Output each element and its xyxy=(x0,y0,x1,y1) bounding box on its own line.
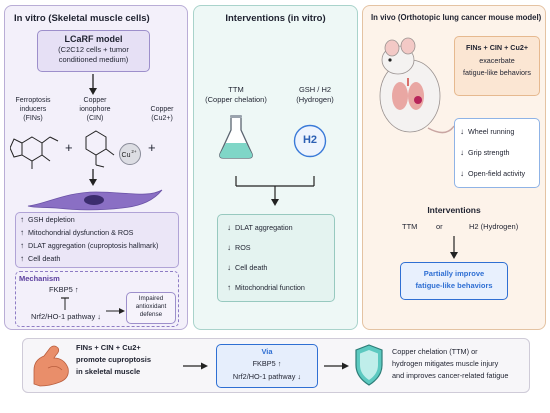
effect-gsh-depletion: ↑GSH depletion xyxy=(20,215,75,225)
inhibition-connector xyxy=(61,297,69,310)
ttm-line2: (Copper chelation) xyxy=(205,95,267,104)
interventions-in-vivo-title: Interventions xyxy=(427,205,481,215)
flexed-arm-icon xyxy=(33,345,69,387)
summary-arrow-1 xyxy=(183,362,208,370)
inducer-cin-line2: ionophore xyxy=(79,106,111,113)
mechanism-arrow xyxy=(106,308,125,314)
exacerbate-line1: FINs + CIN + Cu2+ xyxy=(465,43,529,52)
summary-right-line1: Copper chelation (TTM) or xyxy=(392,347,478,356)
lcarf-model-title: LCaRF model xyxy=(64,34,123,44)
inducer-fins-line3: (FINs) xyxy=(23,115,43,122)
via-line2: Nrf2/HO-1 pathway ↓ xyxy=(232,372,302,381)
impaired-defense-box xyxy=(126,292,176,324)
fins-molecule-icon xyxy=(10,136,59,169)
in-vitro-title: In vitro (Skeletal muscle cells) xyxy=(14,13,150,24)
effect-mito-ros: ↑Mitochondrial dysfunction & ROS xyxy=(20,228,134,238)
plus-sign-2: + xyxy=(148,140,156,155)
behavior-wheel-running: ↓Wheel running xyxy=(460,127,515,137)
muscle-cell-illustration xyxy=(27,189,163,211)
result-ros: ↓ROS xyxy=(227,243,251,253)
summary-left-line3: in skeletal muscle xyxy=(76,367,141,376)
inducer-fins-line1: Ferroptosis xyxy=(15,97,51,104)
copper-ion-icon: Cu 2+ xyxy=(119,143,141,165)
lcarf-model-desc-1: (C2C12 cells + tumor xyxy=(58,45,129,54)
result-dlat: ↓DLAT aggregation xyxy=(227,223,293,233)
impaired-line2: antioxidant xyxy=(135,303,167,310)
impaired-line3: defense xyxy=(139,311,163,318)
exacerbate-line3: fatigue-like behaviors xyxy=(463,68,531,77)
outcome-line2: fatigue-like behaviors xyxy=(415,281,493,290)
inducer-fins-line2: inducers xyxy=(19,106,47,113)
impaired-line1: Impaired xyxy=(138,295,164,302)
mouse-illustration xyxy=(379,37,455,134)
exacerbate-box xyxy=(454,36,540,96)
gsh-line2: (Hydrogen) xyxy=(296,95,334,104)
inducer-cu-line1: Copper xyxy=(150,106,174,113)
mechanism-nrf2: Nrf2/HO-1 pathway ↓ xyxy=(31,312,102,321)
cell-effects-box xyxy=(15,212,179,268)
via-title: Via xyxy=(261,347,273,356)
outcome-line1: Partially improve xyxy=(423,269,485,278)
plus-sign-1: + xyxy=(65,140,73,155)
in-vivo-h2: H2 (Hydrogen) xyxy=(469,222,519,231)
effect-dlat-aggregation: ↑DLAT aggregation (cuproptosis hallmark) xyxy=(20,241,159,251)
cu-symbol: Cu xyxy=(122,152,131,159)
via-line1: FKBP5 ↑ xyxy=(252,359,282,368)
in-vivo-ttm: TTM xyxy=(402,222,418,231)
behavior-open-field: ↓Open-field activity xyxy=(460,169,526,179)
behavior-grip-strength: ↓Grip strength xyxy=(460,148,510,158)
lcarf-model-box xyxy=(37,30,150,72)
summary-right-line2: hydrogen mitigates muscle injury xyxy=(392,359,499,368)
cu-charge: 2+ xyxy=(131,149,137,154)
flask-icon xyxy=(219,115,253,159)
via-box xyxy=(216,344,318,388)
summary-arrow-2 xyxy=(324,362,349,370)
inducer-cin-line1: Copper xyxy=(83,97,107,104)
effect-cell-death: ↑Cell death xyxy=(20,254,61,264)
ttm-line1: TTM xyxy=(228,85,244,94)
summary-left-line1: FINs + CIN + Cu2+ xyxy=(76,343,141,352)
outcome-box xyxy=(400,262,508,300)
hydrogen-label: H2 xyxy=(302,134,318,146)
mechanism-box xyxy=(15,271,179,327)
in-vivo-title: In vivo (Orthotopic lung cancer mouse mo… xyxy=(371,13,542,22)
in-vitro-results-box xyxy=(217,214,335,302)
model-down-arrow xyxy=(89,74,97,95)
inducer-cu-line2: (Cu2+) xyxy=(151,115,173,122)
behaviors-box xyxy=(454,118,540,188)
inducer-cin-line3: (CIN) xyxy=(86,115,104,122)
in-vivo-or: or xyxy=(436,222,443,231)
interventions-title: Interventions (in vitro) xyxy=(225,13,326,24)
mechanism-title: Mechanism xyxy=(19,274,60,283)
result-mito-function: ↑Mitochondrial function xyxy=(227,283,305,293)
inducers-down-arrow xyxy=(89,169,97,186)
in-vivo-down-arrow xyxy=(450,236,458,259)
interventions-merge-arrows xyxy=(235,176,315,206)
hydrogen-icon xyxy=(293,124,327,158)
exacerbate-line2: exacerbate xyxy=(479,56,515,65)
result-cell-death: ↓Cell death xyxy=(227,263,268,273)
summary-right-line3: and improves cancer-related fatigue xyxy=(392,371,509,380)
gsh-line1: GSH / H2 xyxy=(298,85,332,94)
mechanism-fkbp5: FKBP5 ↑ xyxy=(49,285,79,294)
cin-molecule-icon xyxy=(85,130,115,168)
lcarf-model-desc-2: conditioned medium) xyxy=(58,55,129,64)
summary-left-line2: promote cuproptosis xyxy=(76,355,152,364)
shield-icon xyxy=(355,344,383,386)
